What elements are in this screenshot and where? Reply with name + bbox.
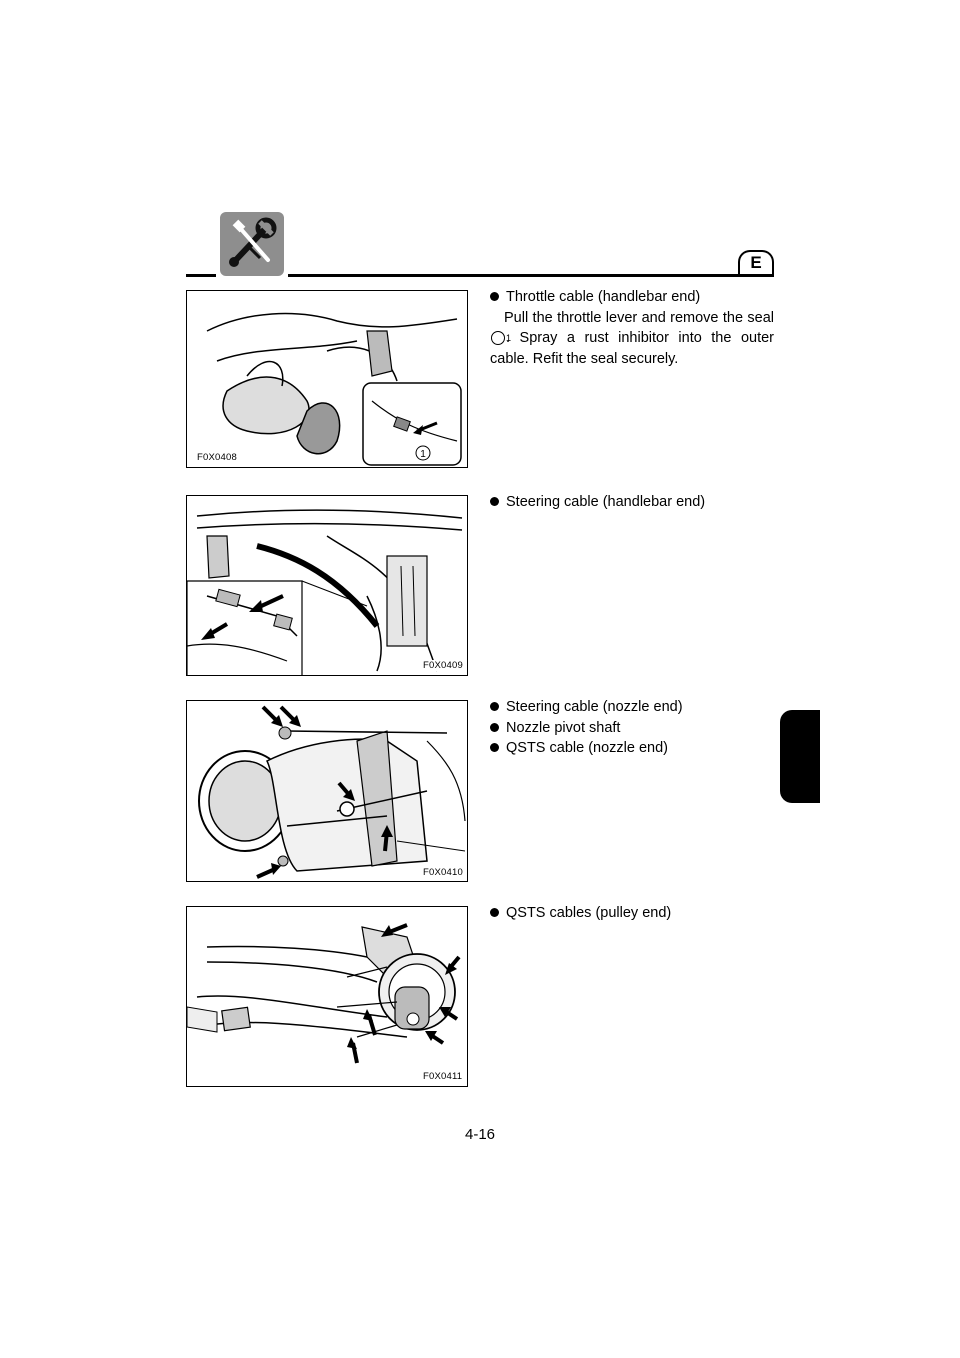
bullet-item: QSTS cable (nozzle end) xyxy=(490,738,774,759)
bullet-title: Throttle cable (handlebar end) xyxy=(506,289,701,305)
bullet-icon xyxy=(490,497,499,506)
bullet-item: Steering cable (nozzle end) xyxy=(490,697,774,718)
bullet-title: QSTS cable (nozzle end) xyxy=(506,740,668,756)
figure-nozzle-end: F0X0410 xyxy=(186,700,468,882)
figure-code: F0X0409 xyxy=(421,660,465,671)
bullet-title: Steering cable (nozzle end) xyxy=(506,699,683,715)
figure-pulley-end: F0X0411 xyxy=(186,906,468,1087)
section-nozzle-end: Steering cable (nozzle end) Nozzle pivot… xyxy=(490,697,774,759)
language-badge: E xyxy=(738,250,774,274)
figure-callout-1: 1 xyxy=(420,449,426,460)
figure-code: F0X0411 xyxy=(421,1071,465,1082)
bullet-title: Steering cable (handlebar end) xyxy=(506,494,706,510)
section-steering-cable-handlebar: Steering cable (handlebar end) xyxy=(490,492,774,513)
reference-number: 1 xyxy=(491,331,511,345)
section-throttle-cable: Throttle cable (handlebar end) Pull the … xyxy=(490,287,774,369)
bullet-icon xyxy=(490,292,499,301)
bullet-icon xyxy=(490,743,499,752)
bullet-item: Throttle cable (handlebar end) xyxy=(490,287,774,308)
bullet-item: Nozzle pivot shaft xyxy=(490,718,774,739)
bullet-item: QSTS cables (pulley end) xyxy=(490,903,774,924)
page-number: 4-16 xyxy=(464,1126,496,1143)
tools-icon xyxy=(220,212,284,276)
figure-throttle-cable: 1 F0X0408 xyxy=(186,290,468,468)
header-rule-right xyxy=(288,274,774,277)
figure-code: F0X0410 xyxy=(421,867,465,878)
figure-code: F0X0408 xyxy=(195,452,239,463)
bullet-title: Nozzle pivot shaft xyxy=(506,719,621,736)
instruction-text: Pull the throttle lever and remove the s… xyxy=(490,309,774,367)
figure-steering-cable-handlebar: F0X0409 xyxy=(186,495,468,676)
bullet-icon xyxy=(490,702,499,711)
bullet-icon xyxy=(490,908,499,917)
header-rule-left xyxy=(186,274,216,277)
bullet-item: Steering cable (handlebar end) xyxy=(490,492,774,513)
bullet-icon xyxy=(490,722,499,732)
section-pulley-end: QSTS cables (pulley end) xyxy=(490,903,774,924)
bullet-title: QSTS cables (pulley end) xyxy=(506,905,672,921)
chapter-tab xyxy=(780,710,820,803)
